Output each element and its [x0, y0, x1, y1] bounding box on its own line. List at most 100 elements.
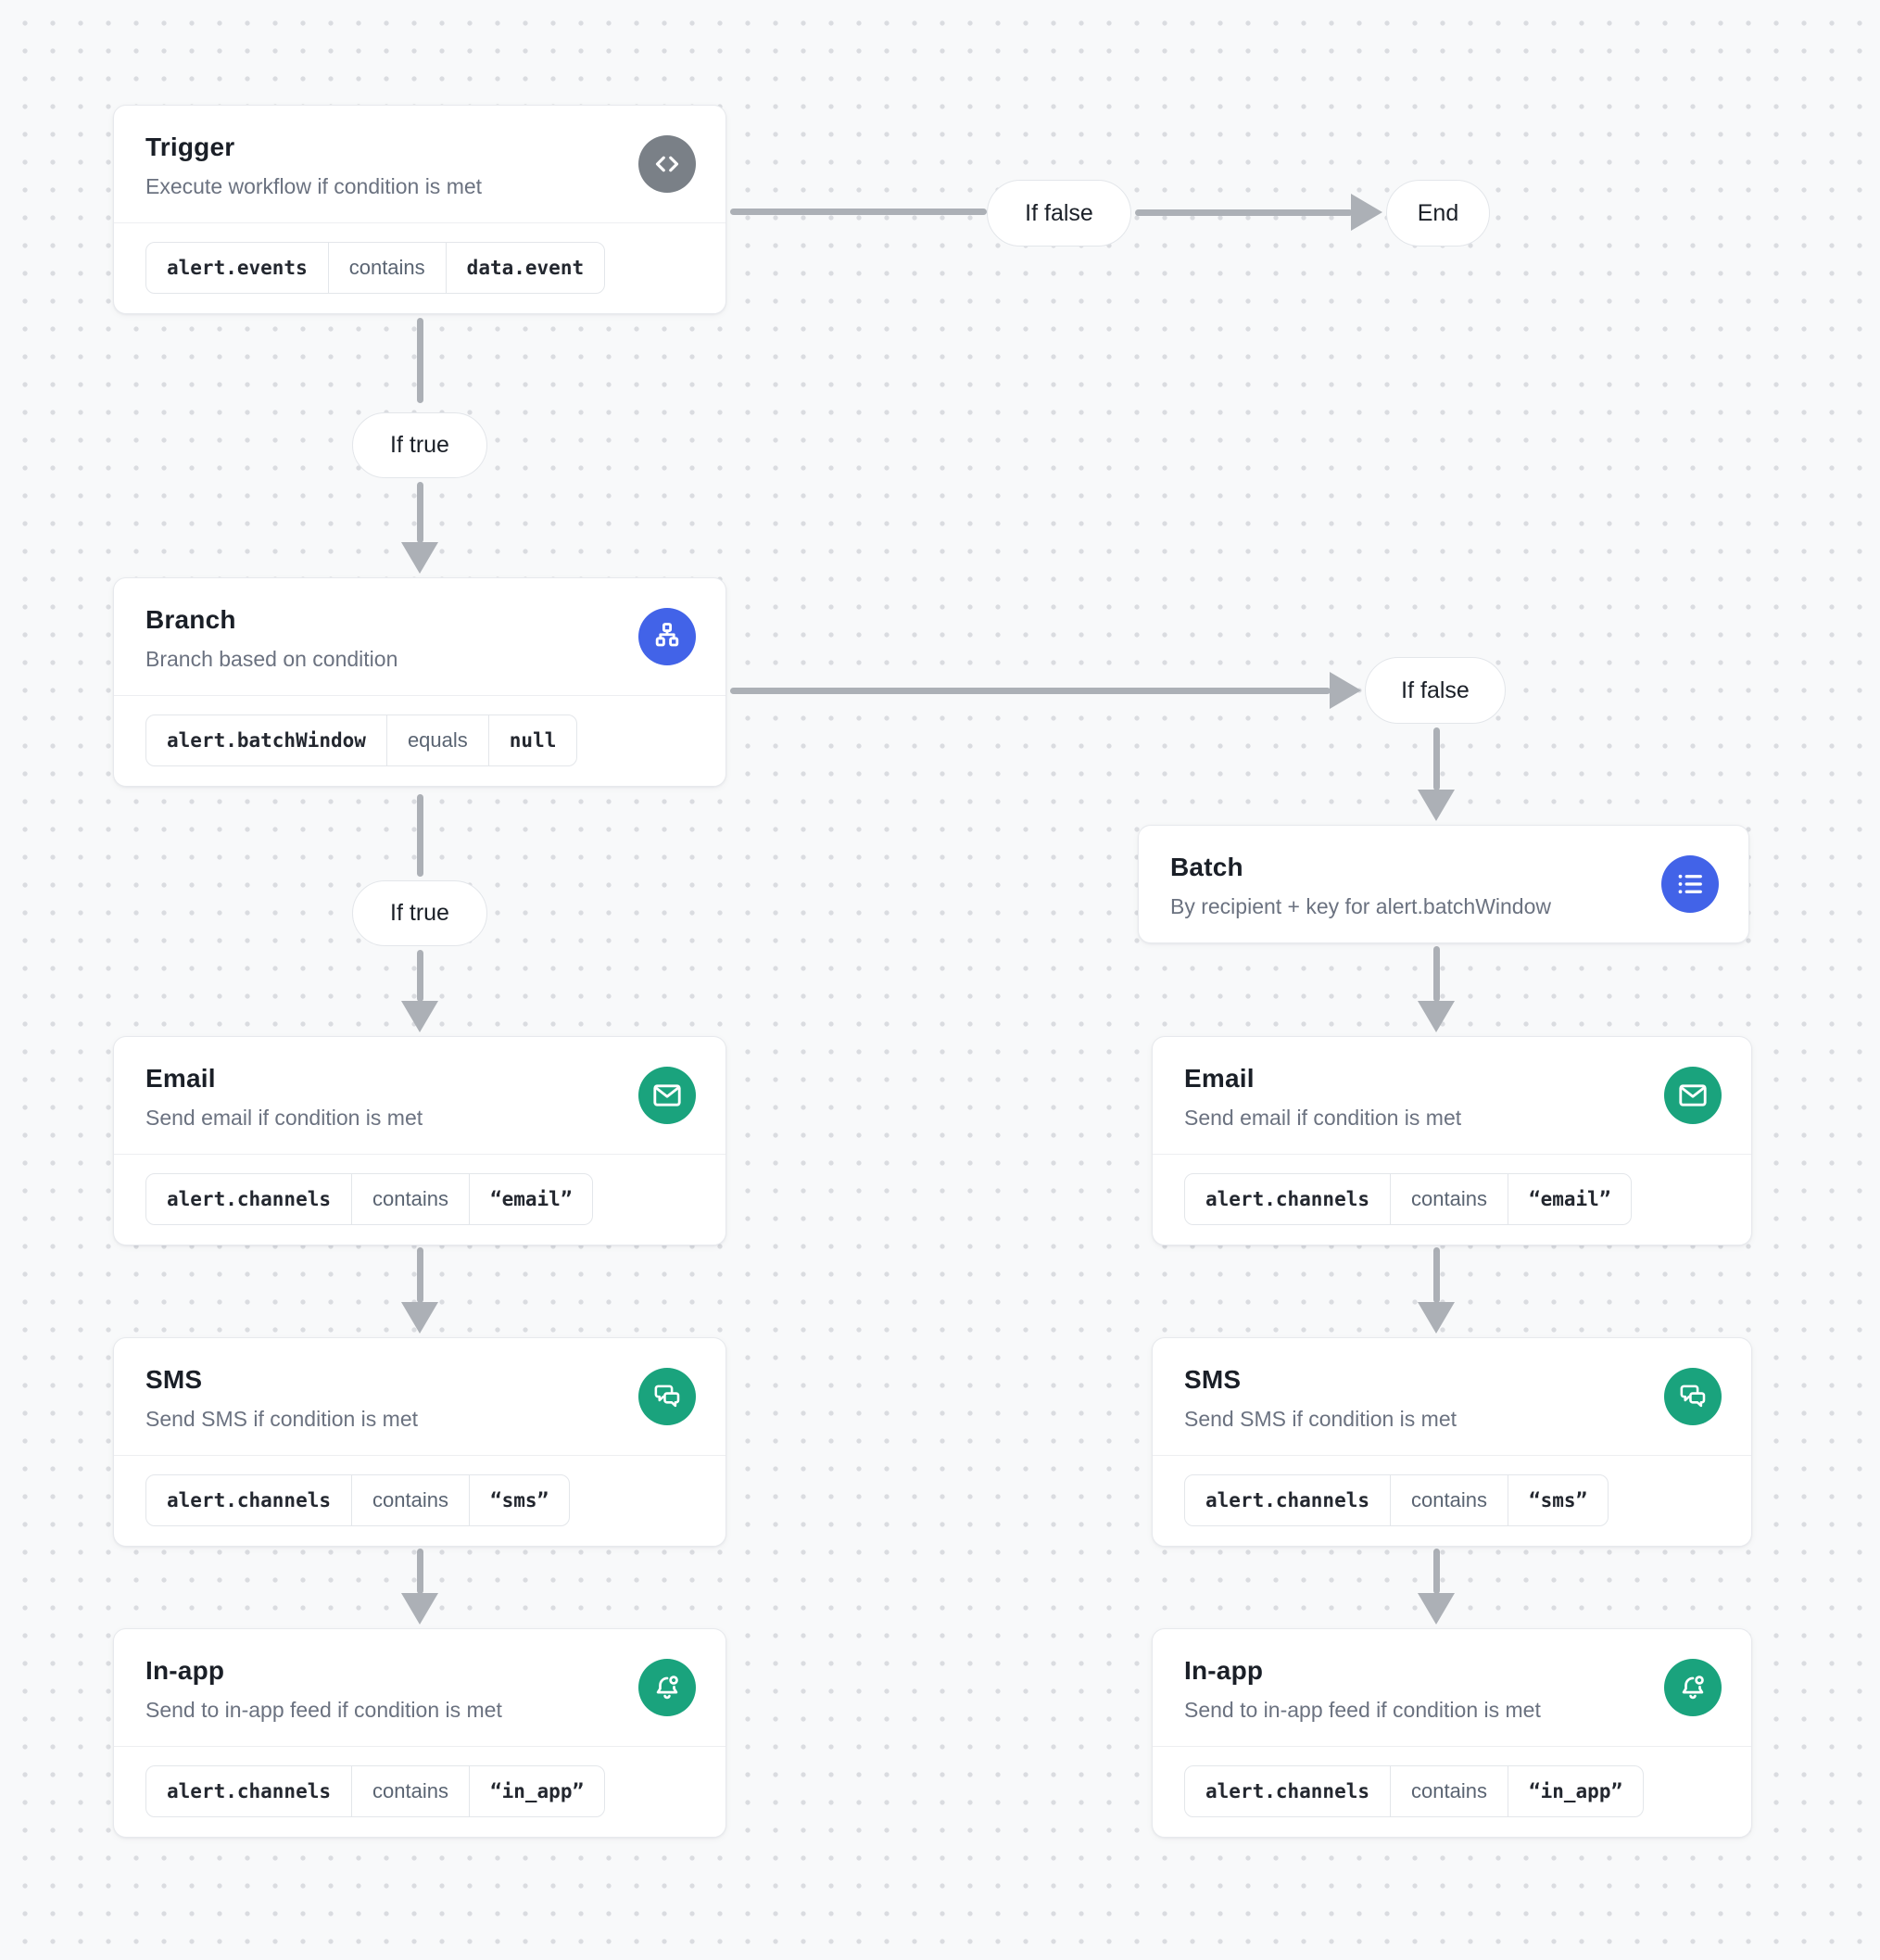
sms-node-condition: alert.channels contains “sms”: [114, 1455, 726, 1546]
sms-node-condition: alert.channels contains “sms”: [1153, 1455, 1751, 1546]
email-node-right[interactable]: Email Send email if condition is met ale…: [1152, 1036, 1752, 1246]
arrow-branch-to-if-false: [730, 688, 1331, 694]
inapp-node-left[interactable]: In-app Send to in-app feed if condition …: [113, 1628, 726, 1838]
condition-operator: contains: [351, 1766, 469, 1816]
node-subtitle: By recipient + key for alert.batchWindow: [1170, 894, 1551, 918]
bell-icon: [1664, 1659, 1722, 1716]
condition-value: data.event: [445, 243, 604, 293]
email-node-header: Email Send email if condition is met: [1153, 1037, 1751, 1154]
condition-operator: equals: [385, 715, 488, 765]
branch-icon: [638, 608, 696, 665]
condition-value: “sms”: [1507, 1475, 1608, 1525]
condition-field: alert.channels: [1205, 1780, 1370, 1802]
node-title: Email: [1184, 1064, 1255, 1093]
edge-label-text: If false: [1025, 199, 1093, 226]
arrow-if-true-to-branch: [417, 482, 423, 543]
arrow-email-left-to-sms-left: [417, 1247, 423, 1303]
inapp-node-right[interactable]: In-app Send to in-app feed if condition …: [1152, 1628, 1752, 1838]
arrow-batch-to-email-right: [1433, 946, 1440, 1002]
trigger-node-condition: alert.events contains data.event: [114, 222, 726, 313]
arrow-if-false-to-end: [1135, 209, 1353, 216]
batch-node-header: Batch By recipient + key for alert.batch…: [1139, 826, 1748, 942]
chat-icon: [638, 1368, 696, 1425]
condition-value: “email”: [468, 1174, 593, 1224]
email-node-left[interactable]: Email Send email if condition is met ale…: [113, 1036, 726, 1246]
inapp-node-condition: alert.channels contains “in_app”: [1153, 1746, 1751, 1837]
arrowhead-to-branch: [401, 542, 438, 574]
condition-pill: alert.channels contains “sms”: [1184, 1474, 1609, 1526]
condition-pill: alert.channels contains “in_app”: [145, 1765, 606, 1817]
trigger-node-header: Trigger Execute workflow if condition is…: [114, 106, 726, 222]
condition-pill: alert.events contains data.event: [145, 242, 606, 294]
node-title: Branch: [145, 605, 236, 634]
arrow-branch-to-if-true: [417, 794, 423, 877]
branch-node[interactable]: Branch Branch based on condition alert.b…: [113, 577, 726, 787]
list-icon: [1661, 855, 1719, 913]
condition-operator: contains: [1390, 1174, 1508, 1224]
condition-operator: contains: [327, 243, 446, 293]
branch-node-header: Branch Branch based on condition: [114, 578, 726, 695]
arrow-trigger-to-if-true: [417, 318, 423, 403]
arrow-trigger-to-if-false: [730, 209, 987, 215]
sms-node-left[interactable]: SMS Send SMS if condition is met alert.c…: [113, 1337, 726, 1547]
condition-value: null: [487, 715, 577, 765]
node-title: Batch: [1170, 853, 1243, 881]
edge-label-text: If true: [390, 432, 449, 458]
arrowhead-to-email-left: [401, 1001, 438, 1032]
inapp-node-condition: alert.channels contains “in_app”: [114, 1746, 726, 1837]
arrow-if-true-to-email-left: [417, 950, 423, 1002]
condition-pill: alert.channels contains “email”: [1184, 1173, 1633, 1225]
arrow-sms-left-to-inapp-left: [417, 1549, 423, 1594]
inapp-node-header: In-app Send to in-app feed if condition …: [1153, 1629, 1751, 1746]
node-title: Email: [145, 1064, 216, 1093]
arrow-sms-right-to-inapp-right: [1433, 1549, 1440, 1594]
node-title: Trigger: [145, 133, 235, 161]
email-node-header: Email Send email if condition is met: [114, 1037, 726, 1154]
arrowhead-to-batch: [1418, 790, 1455, 821]
trigger-node[interactable]: Trigger Execute workflow if condition is…: [113, 105, 726, 314]
email-node-condition: alert.channels contains “email”: [114, 1154, 726, 1245]
condition-field: alert.channels: [1205, 1489, 1370, 1511]
node-title: In-app: [1184, 1656, 1264, 1685]
arrowhead-to-end: [1351, 194, 1382, 231]
node-title: SMS: [145, 1365, 203, 1394]
condition-value: “email”: [1507, 1174, 1632, 1224]
condition-operator: contains: [351, 1174, 469, 1224]
end-node: End: [1386, 180, 1490, 247]
arrowhead-to-email-right: [1418, 1001, 1455, 1032]
node-subtitle: Branch based on condition: [145, 647, 398, 671]
condition-operator: contains: [1390, 1475, 1508, 1525]
edge-label-text: If false: [1401, 677, 1470, 703]
edge-label-if-false-top: If false: [987, 180, 1131, 247]
condition-pill: alert.batchWindow equals null: [145, 714, 578, 766]
edge-label-text: If true: [390, 900, 449, 926]
end-node-label: End: [1417, 199, 1459, 226]
arrowhead-to-sms-left: [401, 1302, 438, 1334]
condition-value: “sms”: [468, 1475, 569, 1525]
condition-field: alert.events: [167, 257, 308, 279]
node-subtitle: Send email if condition is met: [1184, 1106, 1462, 1130]
condition-pill: alert.channels contains “in_app”: [1184, 1765, 1645, 1817]
condition-pill: alert.channels contains “email”: [145, 1173, 594, 1225]
condition-pill: alert.channels contains “sms”: [145, 1474, 571, 1526]
node-title: SMS: [1184, 1365, 1242, 1394]
email-node-condition: alert.channels contains “email”: [1153, 1154, 1751, 1245]
arrowhead-to-inapp-left: [401, 1593, 438, 1625]
condition-field: alert.channels: [1205, 1188, 1370, 1210]
node-subtitle: Send to in-app feed if condition is met: [145, 1698, 502, 1722]
arrowhead-to-inapp-right: [1418, 1593, 1455, 1625]
code-icon: [638, 135, 696, 193]
node-subtitle: Send SMS if condition is met: [1184, 1407, 1457, 1431]
edge-label-if-true-bottom: If true: [352, 880, 487, 946]
sms-node-header: SMS Send SMS if condition is met: [114, 1338, 726, 1455]
condition-field: alert.channels: [167, 1780, 332, 1802]
batch-node[interactable]: Batch By recipient + key for alert.batch…: [1138, 825, 1749, 943]
condition-field: alert.channels: [167, 1489, 332, 1511]
condition-value: “in_app”: [1507, 1766, 1643, 1816]
node-subtitle: Send email if condition is met: [145, 1106, 423, 1130]
node-subtitle: Send to in-app feed if condition is met: [1184, 1698, 1541, 1722]
mail-icon: [638, 1067, 696, 1124]
sms-node-right[interactable]: SMS Send SMS if condition is met alert.c…: [1152, 1337, 1752, 1547]
node-subtitle: Send SMS if condition is met: [145, 1407, 419, 1431]
